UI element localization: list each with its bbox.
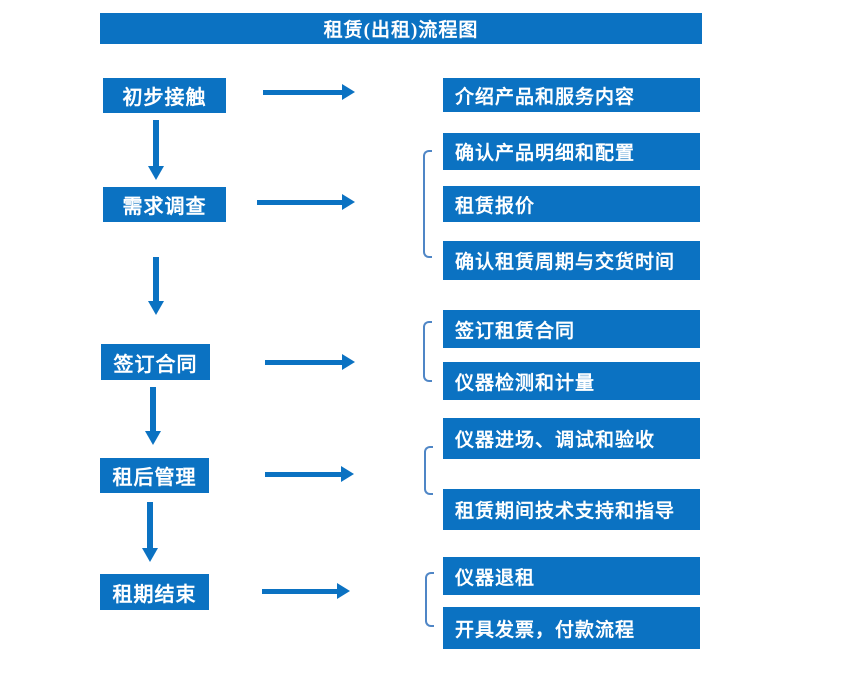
flow-arrow-4 (265, 466, 354, 482)
output-box-confirm-details: 确认产品明细和配置 (443, 133, 700, 170)
output-box-tech-support: 租赁期间技术支持和指导 (443, 489, 700, 530)
bracket-group-5 (425, 572, 434, 627)
flow-arrow-1 (263, 84, 355, 100)
down-arrow-3 (145, 387, 161, 445)
output-box-confirm-period: 确认租赁周期与交货时间 (443, 241, 700, 280)
down-arrowhead-icon (148, 301, 164, 315)
down-arrow-1 (148, 120, 164, 180)
output-box-instrument-entry: 仪器进场、调试和验收 (443, 418, 700, 459)
right-arrowhead-icon (341, 466, 354, 482)
right-arrowhead-icon (342, 84, 355, 100)
right-arrowhead-icon (342, 194, 355, 210)
bracket-group-4 (424, 446, 433, 495)
flow-arrow-2 (257, 194, 355, 210)
right-arrowhead-icon (337, 583, 350, 599)
output-box-invoice-payment: 开具发票，付款流程 (443, 607, 700, 649)
output-box-intro-products: 介绍产品和服务内容 (443, 78, 700, 112)
bracket-group-2 (423, 150, 432, 258)
down-arrow-2 (148, 257, 164, 315)
stage-box-initial-contact: 初步接触 (103, 78, 226, 113)
stage-box-demand-survey: 需求调查 (103, 187, 226, 222)
down-arrowhead-icon (145, 431, 161, 445)
down-arrow-4 (142, 502, 158, 562)
down-arrowhead-icon (148, 166, 164, 180)
flow-arrow-5 (262, 583, 350, 599)
output-box-sign-rental-contract: 签订租赁合同 (443, 310, 700, 348)
right-arrowhead-icon (342, 354, 355, 370)
output-box-instrument-test: 仪器检测和计量 (443, 362, 700, 400)
stage-box-rental-end: 租期结束 (100, 574, 209, 610)
stage-box-sign-contract: 签订合同 (101, 344, 210, 380)
flowchart-title: 租赁(出租)流程图 (100, 13, 702, 44)
output-box-rental-quote: 租赁报价 (443, 186, 700, 222)
flow-arrow-3 (265, 354, 355, 370)
stage-box-post-rental: 租后管理 (100, 458, 209, 493)
output-box-instrument-return: 仪器退租 (443, 557, 700, 595)
bracket-group-3 (423, 321, 432, 382)
down-arrowhead-icon (142, 548, 158, 562)
